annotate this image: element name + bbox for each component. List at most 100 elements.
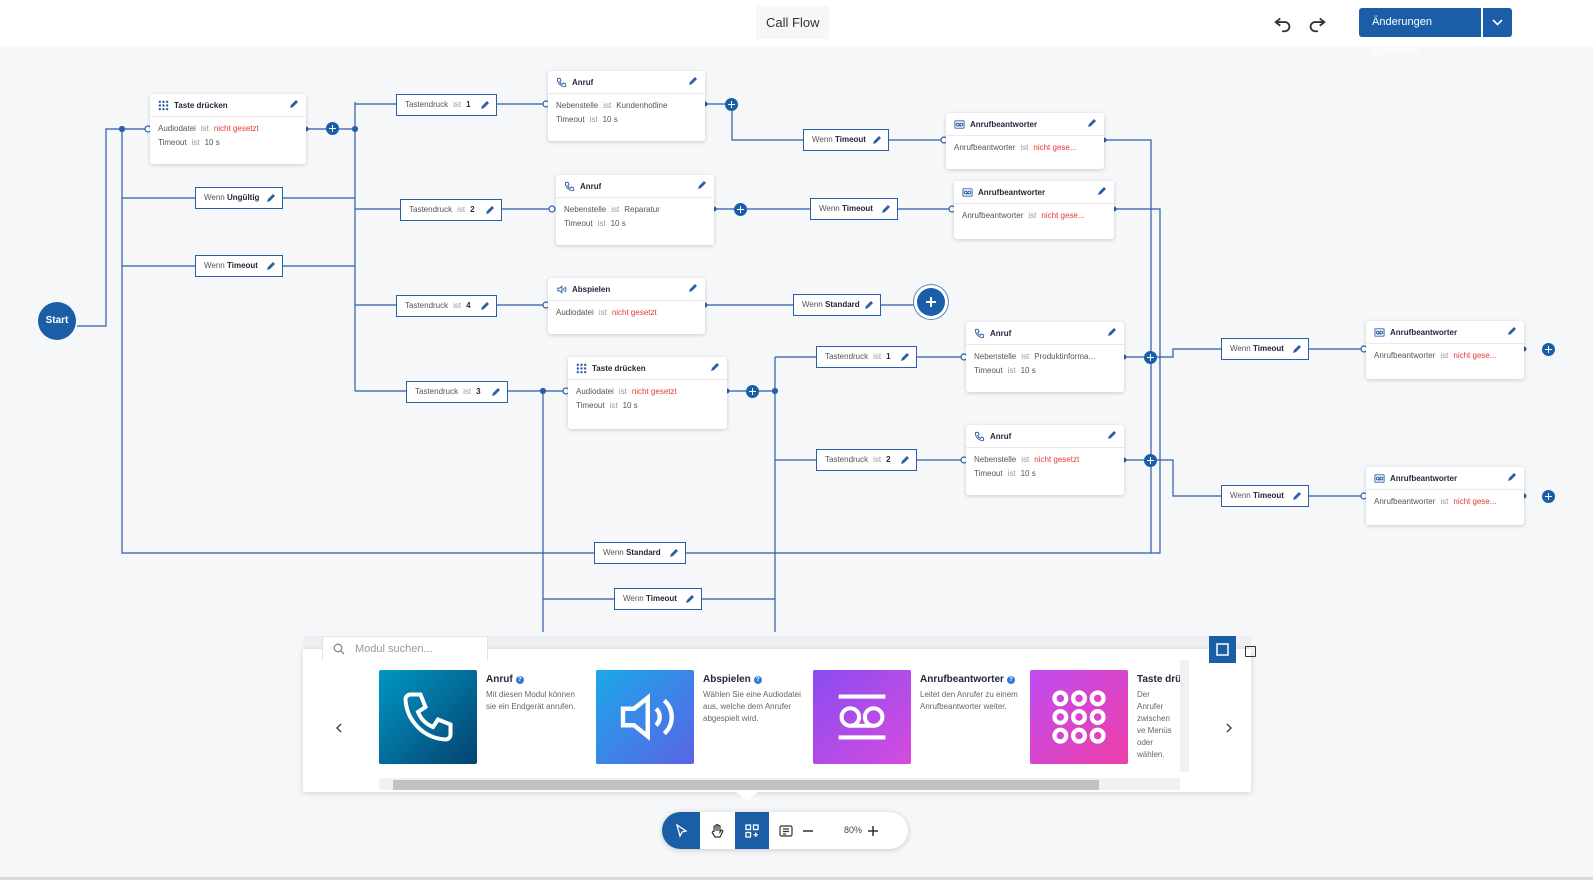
- add-module-button[interactable]: [917, 288, 945, 316]
- condition-badge[interactable]: Wenn Timeout: [614, 588, 702, 610]
- edit-icon[interactable]: [669, 548, 679, 558]
- module-card-anruf[interactable]: Anruf? Mit diesen Modul können sie ein E…: [379, 670, 591, 764]
- edit-icon[interactable]: [289, 99, 299, 109]
- edit-icon[interactable]: [881, 204, 891, 214]
- chevron-right-icon[interactable]: [1224, 723, 1234, 733]
- module-card-anrufbeantworter[interactable]: Anrufbeantworter? Leitet den Anrufer zu …: [813, 670, 1025, 764]
- edit-icon[interactable]: [1292, 491, 1302, 501]
- save-changes-button[interactable]: Änderungen speichern: [1359, 8, 1481, 57]
- scrollbar-thumb[interactable]: [393, 780, 1099, 790]
- field-label: Audiodatei: [576, 387, 614, 396]
- condition-badge[interactable]: Wenn Ungültig: [195, 187, 283, 209]
- condition-badge[interactable]: Wenn Standard: [793, 294, 881, 316]
- condition-badge[interactable]: Wenn Timeout: [1221, 485, 1309, 507]
- edit-icon[interactable]: [1087, 118, 1097, 128]
- add-branch-button[interactable]: [734, 203, 747, 216]
- help-icon[interactable]: ?: [515, 676, 524, 684]
- edit-icon[interactable]: [872, 135, 882, 145]
- edit-icon[interactable]: [710, 362, 720, 372]
- zoom-out-button[interactable]: [793, 812, 823, 849]
- edit-icon[interactable]: [485, 205, 495, 215]
- module-card-abspielen[interactable]: Abspielen? Wählen Sie eine Audiodatei au…: [596, 670, 808, 764]
- zoom-in-button[interactable]: [858, 812, 888, 849]
- save-options-dropdown[interactable]: [1483, 8, 1512, 37]
- module-description: Mit diesen Modul können sie ein Endgerät…: [486, 690, 576, 711]
- help-icon[interactable]: ?: [1006, 676, 1015, 684]
- notes-tool-button[interactable]: [769, 812, 803, 849]
- field-label: Nebenstelle: [974, 455, 1017, 464]
- vertical-scrollbar[interactable]: [1180, 660, 1189, 772]
- edit-icon[interactable]: [685, 594, 695, 604]
- condition-badge[interactable]: Wenn Standard: [594, 542, 686, 564]
- add-branch-button[interactable]: [1542, 343, 1555, 356]
- field-label: Timeout: [974, 469, 1003, 478]
- add-branch-button[interactable]: [746, 385, 759, 398]
- edit-icon[interactable]: [1292, 344, 1302, 354]
- add-module-tool-button[interactable]: [735, 812, 769, 849]
- pan-tool-button[interactable]: [700, 812, 734, 849]
- edit-icon[interactable]: [900, 352, 910, 362]
- edit-icon[interactable]: [1107, 430, 1117, 440]
- undo-icon[interactable]: [1272, 12, 1294, 34]
- module-search-input[interactable]: Modul suchen...: [322, 636, 488, 660]
- edit-icon[interactable]: [697, 180, 707, 190]
- phone-icon: [974, 328, 985, 338]
- edit-icon[interactable]: [480, 100, 490, 110]
- condition-badge[interactable]: Wenn Timeout: [803, 129, 889, 151]
- edit-icon[interactable]: [1507, 326, 1517, 336]
- edit-icon[interactable]: [688, 76, 698, 86]
- edit-icon[interactable]: [491, 387, 501, 397]
- select-tool-button[interactable]: [662, 812, 700, 849]
- help-icon[interactable]: ?: [753, 676, 762, 684]
- field-label: Anrufbeantworter: [1374, 351, 1436, 360]
- start-node[interactable]: Start: [38, 302, 76, 340]
- edit-icon[interactable]: [266, 261, 276, 271]
- field-operator: ist: [1440, 497, 1449, 506]
- edit-icon[interactable]: [688, 283, 698, 293]
- small-tiles-view-toggle[interactable]: [1245, 646, 1256, 657]
- condition-label: Tastendruck: [825, 455, 869, 464]
- edit-icon[interactable]: [864, 300, 874, 310]
- edit-icon[interactable]: [1107, 327, 1117, 337]
- edit-icon[interactable]: [266, 193, 276, 203]
- condition-badge[interactable]: Wenn Timeout: [810, 198, 898, 220]
- grid-plus-icon: [745, 823, 759, 838]
- edit-icon[interactable]: [480, 301, 490, 311]
- add-branch-button[interactable]: [725, 98, 738, 111]
- edit-icon[interactable]: [900, 455, 910, 465]
- add-branch-button[interactable]: [1144, 351, 1157, 364]
- add-branch-button[interactable]: [326, 122, 339, 135]
- edit-icon[interactable]: [1507, 472, 1517, 482]
- panel-collapse-handle[interactable]: [735, 791, 759, 801]
- condition-badge[interactable]: Wenn Timeout: [1221, 338, 1309, 360]
- large-tiles-view-toggle[interactable]: [1209, 636, 1236, 663]
- condition-value: 2: [886, 455, 891, 464]
- add-branch-button[interactable]: [1542, 490, 1555, 503]
- field-operator: ist: [1007, 469, 1016, 478]
- chevron-left-icon[interactable]: [334, 723, 344, 733]
- redo-icon[interactable]: [1306, 12, 1328, 34]
- edit-icon[interactable]: [1097, 186, 1107, 196]
- condition-badge[interactable]: Wenn Timeout: [195, 255, 283, 277]
- phone-icon: [556, 77, 567, 87]
- add-branch-button[interactable]: [1144, 454, 1157, 467]
- module-card-taste-druecken[interactable]: Taste drüc Der Anrufer zwischen ve Menüs…: [1030, 670, 1180, 764]
- voicemail-icon: [813, 670, 911, 764]
